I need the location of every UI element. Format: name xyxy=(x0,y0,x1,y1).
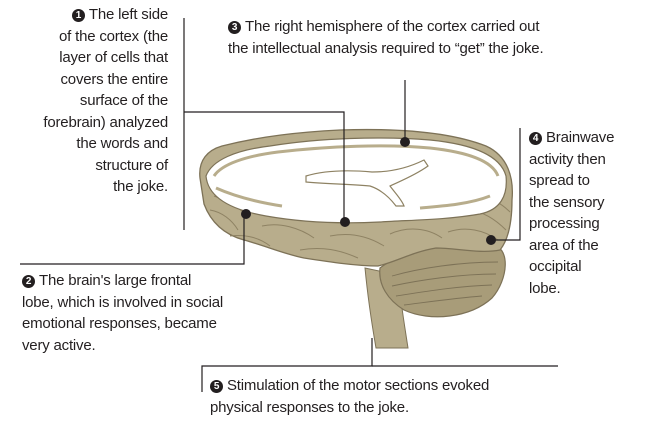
annotation-4-line-2: activity then xyxy=(529,149,647,171)
annotation-1-line-5: surface of the xyxy=(6,90,168,112)
annotation-1-line-1: 1The left side xyxy=(6,4,168,26)
dot-occipital-lobe xyxy=(486,235,496,245)
annotation-frontal-lobe: 2The brain's large frontal lobe, which i… xyxy=(22,270,282,356)
annotation-4-line-6: area of the xyxy=(529,235,647,257)
annotation-left-cortex: 1The left side of the cortex (the layer … xyxy=(6,4,168,198)
number-badge-1: 1 xyxy=(72,9,85,22)
annotation-2-line-3: emotional responses, became xyxy=(22,313,282,335)
annotation-4-line-3: spread to xyxy=(529,170,647,192)
number-badge-4: 4 xyxy=(529,132,542,145)
annotation-1-line-3: layer of cells that xyxy=(6,47,168,69)
dot-left-cortex xyxy=(340,217,350,227)
annotation-occipital-lobe: 4Brainwave activity then spread to the s… xyxy=(529,127,647,299)
leader-line-2 xyxy=(20,214,244,264)
annotation-2-line-1: 2The brain's large frontal xyxy=(22,270,282,292)
annotation-5-line-2: physical responses to the joke. xyxy=(210,397,630,419)
annotation-1-line-4: covers the entire xyxy=(6,69,168,91)
annotation-1-line-8: structure of xyxy=(6,155,168,177)
annotation-1-line-7: the words and xyxy=(6,133,168,155)
annotation-4-line-8: lobe. xyxy=(529,278,647,300)
dot-right-hemisphere xyxy=(400,137,410,147)
annotation-2-line-2: lobe, which is involved in social xyxy=(22,292,282,314)
annotation-2-line-4: very active. xyxy=(22,335,282,357)
annotation-motor-sections: 5Stimulation of the motor sections evoke… xyxy=(210,375,630,418)
annotation-1-line-9: the joke. xyxy=(6,176,168,198)
annotation-1-line-2: of the cortex (the xyxy=(6,26,168,48)
annotation-3-line-1: 3The right hemisphere of the cortex carr… xyxy=(228,16,648,38)
dot-frontal-lobe xyxy=(241,209,251,219)
annotation-4-line-1: 4Brainwave xyxy=(529,127,647,149)
annotation-4-line-7: occipital xyxy=(529,256,647,278)
annotation-right-hemisphere: 3The right hemisphere of the cortex carr… xyxy=(228,16,648,59)
number-badge-2: 2 xyxy=(22,275,35,288)
annotation-4-line-4: the sensory xyxy=(529,192,647,214)
number-badge-3: 3 xyxy=(228,21,241,34)
annotation-5-line-1: 5Stimulation of the motor sections evoke… xyxy=(210,375,630,397)
annotation-1-line-6: forebrain) analyzed xyxy=(6,112,168,134)
number-badge-5: 5 xyxy=(210,380,223,393)
annotation-4-line-5: processing xyxy=(529,213,647,235)
cut-section xyxy=(206,138,506,223)
annotation-3-line-2: the intellectual analysis required to “g… xyxy=(228,38,648,60)
